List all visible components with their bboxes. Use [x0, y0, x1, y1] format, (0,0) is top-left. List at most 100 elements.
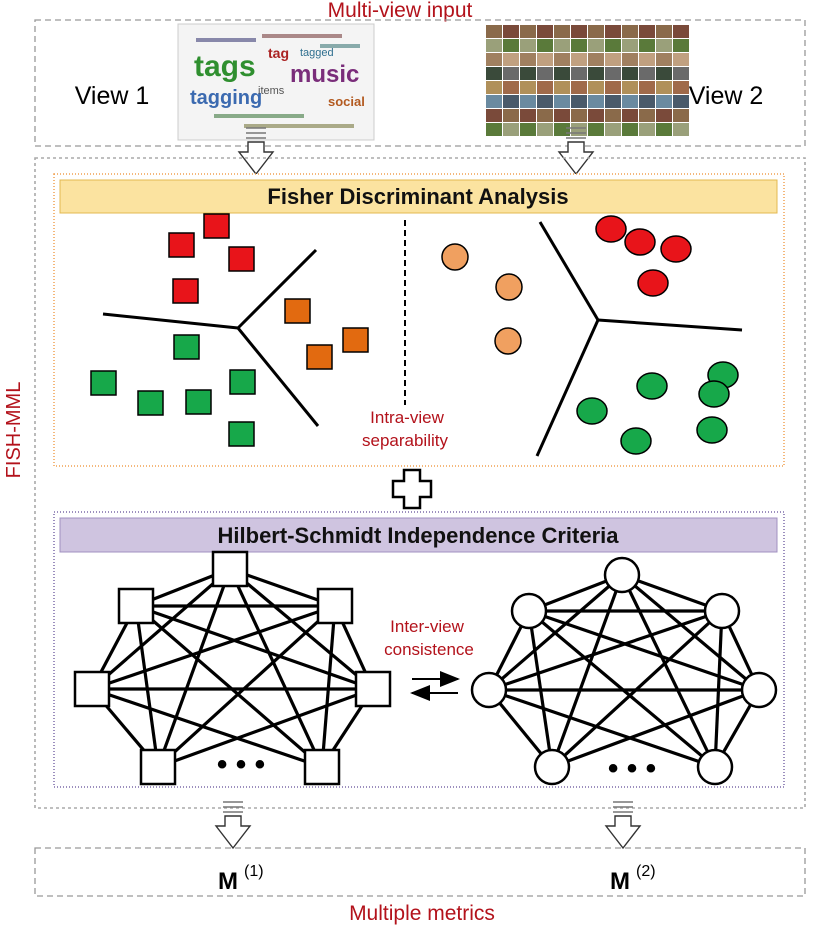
green-square: [185, 389, 212, 415]
photo-thumbnail: [571, 67, 587, 80]
tag-cloud-word: tagging: [190, 87, 262, 109]
graph-node-square: [139, 748, 177, 786]
green-circle: [696, 416, 728, 444]
inter-view-label: Inter-view: [390, 617, 464, 636]
photo-thumbnail: [520, 53, 536, 66]
hsic-header: [59, 517, 778, 553]
photo-thumbnail: [673, 39, 689, 52]
photo-thumbnail: [554, 53, 570, 66]
graph-node-circle: [470, 671, 508, 709]
photo-thumbnail: [554, 95, 570, 108]
hollow-arrow-down-icon: [214, 801, 252, 850]
photo-thumbnail: [486, 25, 502, 38]
photo-thumbnail: [639, 95, 655, 108]
metric-1-symbol: M: [218, 868, 238, 895]
graph-node-circle: [740, 671, 778, 709]
graph-node-square: [211, 550, 249, 588]
photo-thumbnail: [537, 123, 553, 136]
photo-thumbnail: [520, 39, 536, 52]
photo-thumbnail: [656, 67, 672, 80]
fda-view2-boundaries: [535, 221, 743, 457]
photo-thumbnail: [503, 53, 519, 66]
intra-view-label-2: separability: [362, 431, 448, 450]
plus-icon: [391, 468, 433, 510]
photo-thumbnail: [571, 39, 587, 52]
photo-thumbnail: [503, 39, 519, 52]
photo-thumbnail: [656, 123, 672, 136]
photo-thumbnail: [639, 25, 655, 38]
green-square: [137, 390, 164, 416]
green-circle: [698, 380, 730, 408]
photo-thumbnail: [503, 123, 519, 136]
graph-node-circle: [703, 592, 741, 630]
photo-thumbnail: [639, 67, 655, 80]
photo-thumbnail: [605, 81, 621, 94]
ellipsis-dots: • • •: [608, 752, 656, 785]
photo-thumbnail: [520, 109, 536, 122]
tag-cloud-word: items: [258, 85, 285, 97]
photo-thumbnail: [503, 95, 519, 108]
view2-label: View 2: [689, 82, 764, 110]
photo-thumbnail: [622, 123, 638, 136]
metric-2-symbol: M: [610, 868, 630, 895]
red-circle: [637, 269, 669, 297]
multi-view-input-title: Multi-view input: [328, 0, 473, 22]
red-circle: [595, 215, 627, 243]
photo-thumbnail: [588, 67, 604, 80]
fda-header: [59, 179, 778, 214]
green-circle: [620, 427, 652, 455]
hsic-title: Hilbert-Schmidt Independence Criteria: [218, 523, 620, 548]
graph-node-square: [303, 748, 341, 786]
red-square: [172, 278, 199, 304]
photo-thumbnail: [503, 25, 519, 38]
photo-thumbnail: [571, 81, 587, 94]
photo-thumbnail: [639, 39, 655, 52]
hollow-arrow-down-icon: [604, 801, 642, 850]
photo-thumbnail: [605, 39, 621, 52]
photo-thumbnail: [622, 67, 638, 80]
orange-square: [306, 344, 333, 370]
inter-view-label-2: consistence: [384, 640, 474, 659]
green-square: [90, 370, 117, 396]
photo-thumbnail: [520, 123, 536, 136]
photo-thumbnail: [639, 53, 655, 66]
hsic-panel: [53, 511, 785, 788]
photo-thumbnail: [486, 67, 502, 80]
photo-thumbnail: [622, 95, 638, 108]
green-circle: [576, 397, 608, 425]
red-square: [203, 213, 230, 239]
red-circle: [660, 235, 692, 263]
photo-grid-image: [486, 25, 689, 136]
intra-view-label: Intra-view: [370, 408, 444, 427]
photo-thumbnail: [673, 109, 689, 122]
photo-thumbnail: [588, 81, 604, 94]
fda-title: Fisher Discriminant Analysis: [267, 184, 568, 209]
view1-label: View 1: [75, 82, 150, 110]
photo-thumbnail: [588, 53, 604, 66]
green-circle: [636, 372, 668, 400]
tag-cloud-image: tags music tagging social tag items tagg…: [177, 23, 375, 141]
photo-thumbnail: [537, 25, 553, 38]
photo-thumbnail: [605, 95, 621, 108]
photo-thumbnail: [486, 109, 502, 122]
photo-thumbnail: [622, 81, 638, 94]
red-circle: [624, 228, 656, 256]
fish-mml-region-border: [34, 157, 806, 809]
graph-node-square: [354, 670, 392, 708]
photo-thumbnail: [486, 39, 502, 52]
photo-thumbnail: [537, 109, 553, 122]
photo-thumbnail: [588, 109, 604, 122]
photo-thumbnail: [622, 25, 638, 38]
photo-thumbnail: [588, 123, 604, 136]
photo-thumbnail: [656, 95, 672, 108]
photo-thumbnail: [486, 53, 502, 66]
hollow-arrow-down-icon: [237, 127, 275, 176]
graph-node-square: [73, 670, 111, 708]
tag-cloud-word: tags: [194, 50, 256, 83]
photo-thumbnail: [656, 53, 672, 66]
photo-thumbnail: [537, 95, 553, 108]
photo-thumbnail: [639, 123, 655, 136]
photo-thumbnail: [554, 109, 570, 122]
photo-thumbnail: [503, 81, 519, 94]
